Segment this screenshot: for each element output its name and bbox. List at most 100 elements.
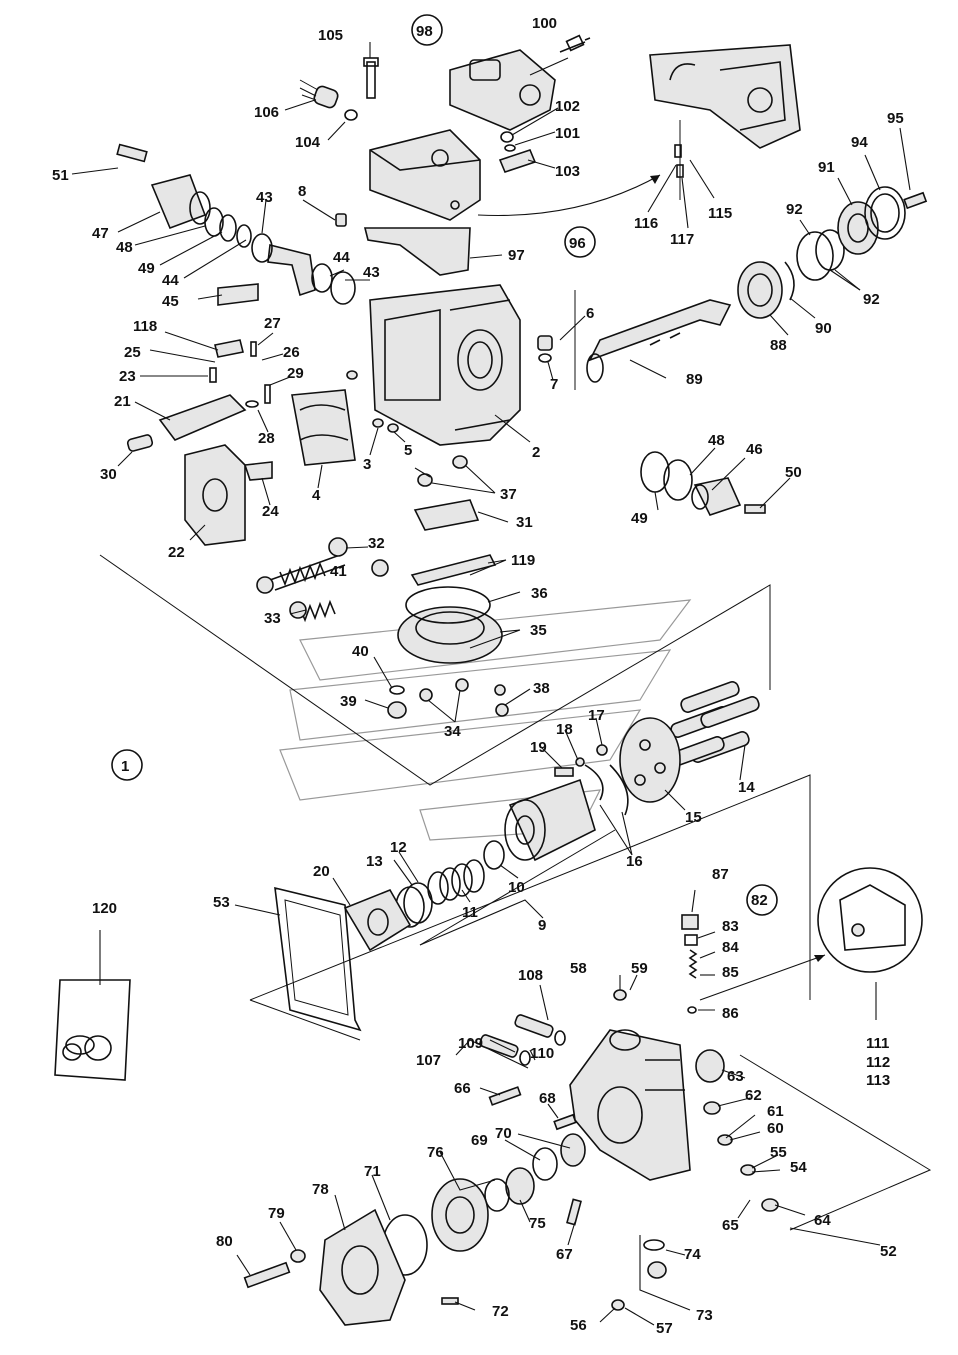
- elbow-44: [267, 244, 333, 297]
- block-22: [184, 444, 246, 546]
- label-60: 60: [767, 1120, 784, 1137]
- label-90: 90: [815, 320, 832, 337]
- seal-kit-120: [54, 979, 131, 1081]
- label-66: 66: [454, 1080, 471, 1097]
- label-31: 31: [516, 514, 533, 531]
- label-111: 111: [866, 1035, 889, 1052]
- label-46: 46: [746, 441, 763, 458]
- plate-96: [649, 44, 801, 149]
- label-11: 11: [462, 904, 478, 921]
- label-70: 70: [495, 1125, 512, 1142]
- label-44a: 44: [162, 272, 179, 289]
- bearing-88: [737, 261, 783, 319]
- housing-2: [369, 284, 521, 446]
- label-9: 9: [538, 917, 546, 934]
- bearing-75: [505, 1167, 535, 1205]
- label-87: 87: [712, 866, 729, 883]
- gasket-97: [363, 227, 471, 276]
- label-6: 6: [586, 305, 594, 322]
- label-117: 117: [670, 231, 694, 248]
- label-97: 97: [508, 247, 525, 264]
- label-79: 79: [268, 1205, 285, 1222]
- callout-circle-1: [111, 749, 143, 781]
- label-62: 62: [745, 1087, 762, 1104]
- bolt-80: [243, 1261, 291, 1289]
- label-72: 72: [492, 1303, 509, 1320]
- label-101: 101: [555, 125, 580, 142]
- label-35: 35: [530, 622, 547, 639]
- label-109: 109: [458, 1035, 483, 1052]
- oring-36: [405, 586, 491, 624]
- label-89: 89: [686, 371, 703, 388]
- label-47: 47: [92, 225, 109, 242]
- label-116: 116: [634, 215, 658, 232]
- label-94: 94: [851, 134, 868, 151]
- label-55: 55: [770, 1144, 787, 1161]
- bearing-69-70: [532, 1133, 586, 1181]
- label-30: 30: [100, 466, 117, 483]
- callout-circle-82: [746, 884, 778, 916]
- label-40: 40: [352, 643, 369, 660]
- label-112: 112: [866, 1054, 890, 1071]
- label-73: 73: [696, 1307, 713, 1324]
- label-2: 2: [532, 444, 540, 461]
- plug-73-74: [643, 1239, 667, 1279]
- solenoid-valve: [449, 49, 556, 131]
- label-23: 23: [119, 368, 136, 385]
- label-56: 56: [570, 1317, 587, 1334]
- cam-24: [243, 461, 273, 481]
- bushing-46: [691, 477, 742, 516]
- label-48a: 48: [116, 239, 133, 256]
- label-36: 36: [531, 585, 548, 602]
- label-105: 105: [318, 27, 343, 44]
- label-61: 61: [767, 1103, 784, 1120]
- label-44b: 44: [333, 249, 350, 266]
- label-54: 54: [790, 1159, 807, 1176]
- oring-92: [796, 229, 845, 281]
- servo-housing: [369, 129, 481, 221]
- plug-39-40: [387, 685, 407, 719]
- label-41: 41: [330, 563, 347, 580]
- label-74: 74: [684, 1246, 701, 1263]
- oring-43: [251, 233, 356, 305]
- label-86: 86: [722, 1005, 739, 1022]
- label-59: 59: [631, 960, 648, 977]
- label-49a: 49: [138, 260, 155, 277]
- label-27: 27: [264, 315, 281, 332]
- label-69: 69: [471, 1132, 488, 1149]
- part-labels: 1 2 3 4 5 6 7 8 9 10 11 12 13 14 15 16 1…: [52, 15, 904, 1337]
- end-cover-52: [569, 1029, 691, 1181]
- plug-6-7: [537, 335, 553, 363]
- label-108: 108: [518, 967, 543, 984]
- connector-106: [299, 79, 339, 109]
- label-120: 120: [92, 900, 117, 917]
- label-49b: 49: [631, 510, 648, 527]
- plug-30: [126, 434, 154, 452]
- label-1: 1: [121, 758, 129, 775]
- label-43a: 43: [256, 189, 273, 206]
- bolt-100: [559, 34, 591, 53]
- label-12: 12: [390, 839, 407, 856]
- pistons-14: [665, 681, 760, 768]
- label-96: 96: [569, 235, 586, 252]
- label-63: 63: [727, 1068, 744, 1085]
- label-107: 107: [416, 1052, 441, 1069]
- label-37: 37: [500, 486, 517, 503]
- label-68: 68: [539, 1090, 556, 1107]
- label-50: 50: [785, 464, 802, 481]
- label-20: 20: [313, 863, 330, 880]
- relief-valves-107-110: [479, 1014, 566, 1066]
- label-88: 88: [770, 337, 787, 354]
- bolt-51: [116, 143, 148, 163]
- label-110: 110: [530, 1045, 554, 1062]
- label-5: 5: [404, 442, 412, 459]
- shaft-89: [586, 299, 732, 383]
- bushing-47: [150, 174, 211, 230]
- label-26: 26: [283, 344, 300, 361]
- bracket-21: [158, 394, 247, 441]
- plug-8: [335, 213, 347, 227]
- callout-circle-98: [411, 14, 443, 46]
- gasket-53: [274, 886, 362, 1032]
- curved-arrow: [477, 174, 661, 217]
- label-98: 98: [416, 23, 433, 40]
